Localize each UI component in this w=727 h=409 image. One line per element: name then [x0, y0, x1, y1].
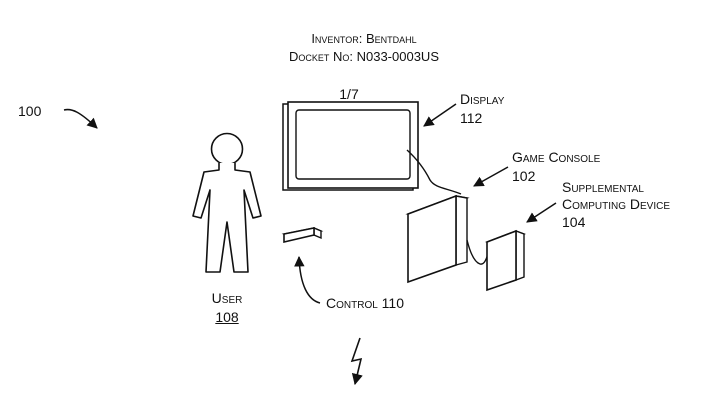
console-cable — [466, 239, 489, 265]
control-arrow — [294, 255, 321, 304]
display-arrow — [423, 103, 457, 127]
control-device — [281, 226, 324, 244]
display-monitor — [282, 101, 419, 191]
user-label: User — [211, 290, 243, 306]
figure-ref-arrow — [63, 108, 98, 129]
game-console-label: Game Console — [512, 149, 601, 165]
supplemental-device-box — [485, 229, 526, 292]
figure-ref-label: 100 — [18, 103, 42, 119]
user-figure — [192, 132, 262, 273]
control-label: Control 110 — [326, 295, 404, 311]
game-console-arrow — [473, 166, 509, 187]
inventor-text: Inventor: Bentdahl — [311, 31, 417, 46]
docket-text: Docket No: N033-0003US — [288, 49, 440, 64]
supplemental-label-line2: Computing Device — [562, 196, 671, 212]
game-console-ref: 102 — [512, 168, 536, 184]
game-console-box — [405, 194, 470, 284]
display-label: Display — [460, 91, 505, 107]
wireless-bolt-icon — [350, 337, 363, 386]
user-ref: 108 — [215, 309, 239, 325]
display-ref: 112 — [460, 110, 483, 126]
supplemental-ref: 104 — [562, 214, 586, 230]
display-cable — [406, 149, 462, 195]
supplemental-label-line1: Supplemental — [562, 179, 644, 195]
sheet-number: 1/7 — [339, 86, 359, 102]
supplemental-arrow — [526, 202, 557, 223]
